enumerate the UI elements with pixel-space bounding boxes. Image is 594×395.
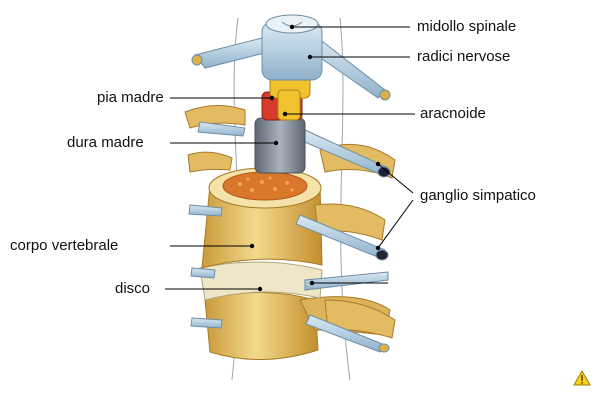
label-vertebral-body: corpo vertebrale (10, 237, 118, 255)
label-nerve-roots: radici nervose (417, 48, 510, 66)
warning-icon (573, 370, 591, 386)
label-arachnoid: aracnoide (420, 105, 486, 123)
label-dura-mater: dura madre (67, 134, 144, 152)
label-spinal-cord: midollo spinale (417, 18, 516, 36)
label-disc: disco (115, 280, 150, 298)
label-pia-mater: pia madre (97, 89, 164, 107)
dura-mater-tube (255, 118, 305, 173)
label-sympathetic-ganglion: ganglio simpatico (420, 187, 536, 205)
